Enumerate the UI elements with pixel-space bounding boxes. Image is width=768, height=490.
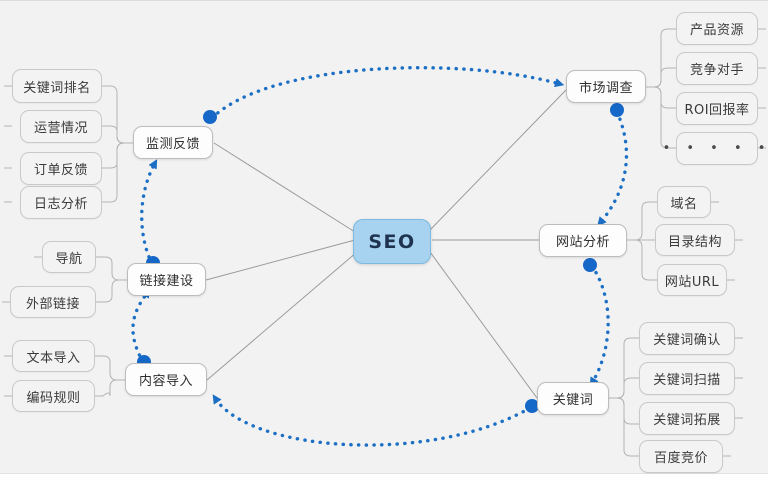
leaf-node-keyword-confirm[interactable]: 关键词确认 [639,322,735,355]
branch-node-monitor[interactable]: 监测反馈 [133,126,213,159]
root-node-seo[interactable]: SEO [353,219,431,264]
branch-node-content[interactable]: 内容导入 [125,363,207,396]
leaf-node-more-ellipsis[interactable]: • • • • • [663,132,765,165]
leaf-node-encoding-rules[interactable]: 编码规则 [12,380,95,412]
leaf-node-keyword-ranking[interactable]: 关键词排名 [12,69,102,103]
leaf-node-keyword-scan[interactable]: 关键词扫描 [639,362,735,395]
leaf-node-keyword-expand[interactable]: 关键词拓展 [639,402,735,435]
leaf-node-competitors[interactable]: 竞争对手 [676,52,758,85]
leaf-node-product-resources[interactable]: 产品资源 [676,12,758,45]
leaf-node-directory-structure[interactable]: 目录结构 [655,224,735,256]
leaf-node-log-analysis[interactable]: 日志分析 [20,186,102,219]
leaf-node-domain[interactable]: 域名 [657,186,711,218]
branch-node-link[interactable]: 链接建设 [127,263,206,296]
leaf-node-order-feedback[interactable]: 订单反馈 [20,152,102,185]
leaf-node-external-links[interactable]: 外部链接 [10,286,96,318]
branch-node-keyword[interactable]: 关键词 [537,382,609,415]
leaf-node-text-import[interactable]: 文本导入 [12,340,95,372]
leaf-node-navigation[interactable]: 导航 [42,241,96,273]
leaf-node-baidu-bidding[interactable]: 百度竞价 [639,440,723,473]
branch-node-site[interactable]: 网站分析 [539,224,627,257]
branch-node-market[interactable]: 市场调查 [566,70,646,103]
leaf-node-website-url[interactable]: 网站URL [657,264,727,296]
leaf-node-operation-status[interactable]: 运营情况 [20,110,102,143]
leaf-node-roi-rate[interactable]: ROI回报率 [676,92,758,125]
